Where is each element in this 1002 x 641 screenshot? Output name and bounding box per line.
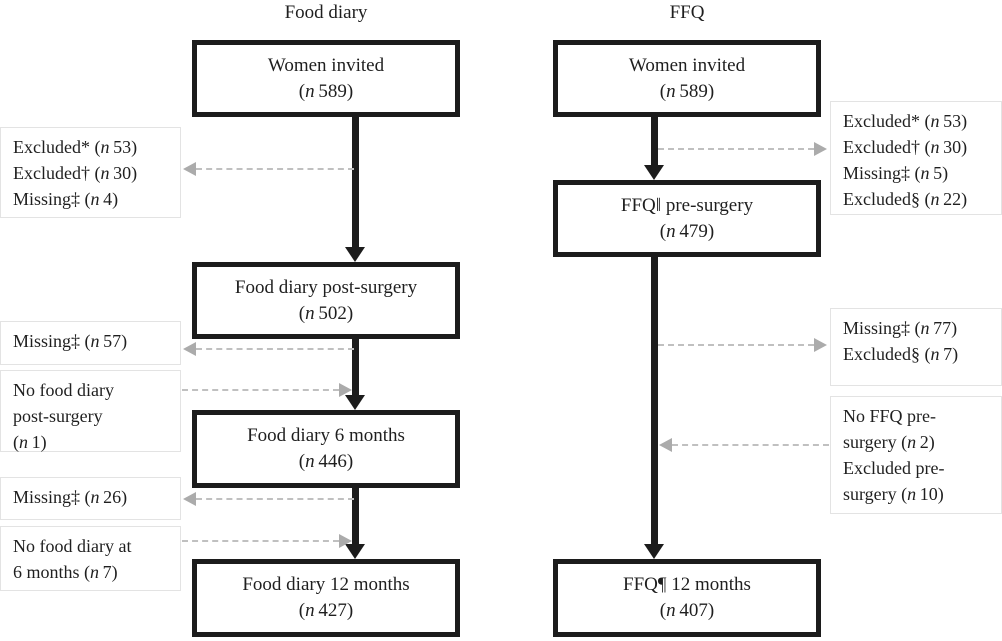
column-header-food-diary: Food diary [284,2,368,23]
note-line: No food diary [13,380,114,400]
note-line: Excluded pre- [843,458,945,478]
note-box-ffq-missing-pre-surgery: Missing‡ (n 77) Excluded§ (n 7) [830,308,1002,386]
flow-box-fd-post-surgery: Food diary post-surgery (n 502) [192,262,460,339]
box-count: (n 502) [298,302,354,324]
note-line: (n 1) [13,432,47,452]
note-line: No FFQ pre- [843,406,936,426]
solid-arrow-fd-invited-to-post-surgery [352,117,359,249]
note-line: Excluded* (n 53) [843,111,968,131]
box-title: Women invited [267,54,385,76]
dashed-arrow-fd-to-missing-6-months [196,498,354,500]
dashed-arrow-ffq-from-no-ffq-pre-surgery-arrowhead [659,438,672,452]
box-count: (n 427) [298,600,354,621]
note-line: Excluded* (n 53) [13,137,138,157]
note-box-ffq-no-ffq-pre-surgery: No FFQ pre- surgery (n 2) Excluded pre- … [830,396,1002,514]
note-line: Missing‡ (n 5) [843,163,949,183]
box-count: (n 407) [659,600,715,621]
solid-arrow-fd-post-surgery-to-6-months [352,339,359,396]
note-line: Excluded§ (n 7) [843,344,959,364]
note-line: Missing‡ (n 26) [13,487,128,507]
dashed-arrow-fd-to-missing-post-surgery-arrowhead [183,342,196,356]
solid-arrow-ffq-pre-surgery-to-12-months [651,257,658,545]
box-title: FFQ‖ pre-surgery [620,194,754,216]
dashed-arrow-fd-from-no-diary-post-surgery [182,389,339,391]
flow-box-ffq-12-months: FFQ¶ 12 months (n 407) [553,559,821,637]
box-title: Food diary post-surgery [234,276,418,298]
dashed-arrow-ffq-from-no-ffq-pre-surgery [672,444,829,446]
note-line: post-surgery [13,406,103,426]
flow-box-ffq-women-invited: Women invited (n 589) [553,40,821,117]
note-line: Missing‡ (n 77) [843,318,958,338]
dashed-arrow-fd-to-excluded-baseline-arrowhead [183,162,196,176]
dashed-arrow-ffq-to-missing-pre-surgery-arrowhead [814,338,827,352]
box-count: (n 446) [298,451,354,472]
note-box-fd-no-diary-post-surgery: No food diary post-surgery (n 1) [0,370,181,452]
dashed-arrow-fd-from-no-diary-6-months [182,540,339,542]
box-title: FFQ¶ 12 months [623,574,751,595]
note-box-fd-excluded-baseline: Excluded* (n 53) Excluded† (n 30) Missin… [0,127,181,218]
note-line: Missing‡ (n 57) [13,331,128,351]
dashed-arrow-fd-from-no-diary-6-months-arrowhead [339,534,352,548]
box-title: Food diary 12 months [242,574,410,595]
dashed-arrow-fd-to-missing-6-months-arrowhead [183,492,196,506]
flow-box-fd-6-months: Food diary 6 months (n 446) [192,410,460,488]
box-title: Women invited [628,54,746,76]
dashed-arrow-ffq-to-excluded-baseline-arrowhead [814,142,827,156]
note-line: 6 months (n 7) [13,562,118,582]
note-line: Excluded§ (n 22) [843,189,968,209]
dashed-arrow-ffq-to-excluded-baseline [658,148,814,150]
solid-arrow-ffq-invited-to-pre-surgery-arrowhead [644,165,664,180]
solid-arrow-ffq-pre-surgery-to-12-months-arrowhead [644,544,664,559]
solid-arrow-fd-6-months-to-12-months [352,487,359,545]
note-line: Excluded† (n 30) [13,163,138,183]
dashed-arrow-fd-from-no-diary-post-surgery-arrowhead [339,383,352,397]
box-count: (n 589) [298,80,354,102]
dashed-arrow-ffq-to-missing-pre-surgery [658,344,814,346]
solid-arrow-ffq-invited-to-pre-surgery [651,117,658,166]
dashed-arrow-fd-to-missing-post-surgery [196,348,354,350]
flow-box-ffq-pre-surgery: FFQ‖ pre-surgery (n 479) [553,180,821,257]
solid-arrow-fd-invited-to-post-surgery-arrowhead [345,247,365,262]
note-line: surgery (n 2) [843,432,935,452]
note-box-fd-missing-post-surgery: Missing‡ (n 57) [0,321,181,365]
flow-box-fd-12-months: Food diary 12 months (n 427) [192,559,460,637]
note-line: Excluded† (n 30) [843,137,968,157]
note-line: Missing‡ (n 4) [13,189,119,209]
note-box-fd-no-diary-6-months: No food diary at 6 months (n 7) [0,526,181,591]
flow-box-fd-women-invited: Women invited (n 589) [192,40,460,117]
box-count: (n 479) [659,220,715,242]
note-line: surgery (n 10) [843,484,944,504]
box-title: Food diary 6 months [247,425,405,446]
note-line: No food diary at [13,536,132,556]
note-box-fd-missing-6-months: Missing‡ (n 26) [0,477,181,520]
note-box-ffq-excluded-baseline: Excluded* (n 53) Excluded† (n 30) Missin… [830,101,1002,215]
solid-arrow-fd-post-surgery-to-6-months-arrowhead [345,395,365,410]
column-header-ffq: FFQ [669,2,705,23]
dashed-arrow-fd-to-excluded-baseline [196,168,354,170]
box-count: (n 589) [659,80,715,102]
